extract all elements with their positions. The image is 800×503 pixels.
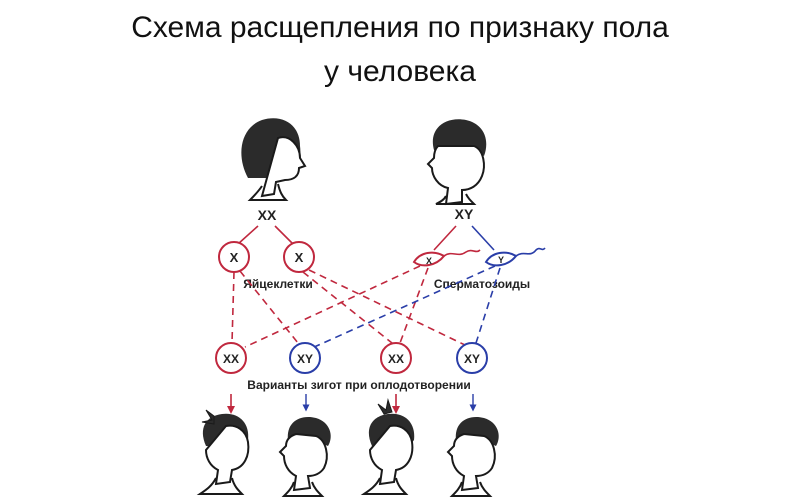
title-line-1: Схема расщепления по признаку пола <box>131 11 669 44</box>
man-head-icon <box>426 119 487 206</box>
title-line-2: у человека <box>324 55 476 88</box>
parent-gamete-lines <box>237 225 495 251</box>
egg-cell-2: X <box>283 241 315 273</box>
father-genotype: XY <box>455 206 474 222</box>
woman-head-icon <box>241 118 307 201</box>
sperm-y: Y <box>484 247 546 267</box>
zygote-4-label: XY <box>464 352 480 366</box>
zygotes-label: Варианты зигот при оплодотворении <box>247 378 470 392</box>
egg-cell-1: X <box>218 241 250 273</box>
sperm-label: Сперматозоиды <box>434 277 530 291</box>
girl-head-icon <box>360 398 415 495</box>
zygote-1-label: XX <box>223 352 239 366</box>
sperm-y-label: Y <box>498 255 504 265</box>
boy-head-icon <box>278 416 331 497</box>
mother-genotype: XX <box>258 207 277 223</box>
offspring-arrows <box>227 394 477 414</box>
zygote-3: XX <box>380 342 412 374</box>
sperm-x-label: X <box>426 256 432 266</box>
zygote-1: XX <box>215 342 247 374</box>
egg-1-label: X <box>230 250 239 265</box>
zygote-2: XY <box>289 342 321 374</box>
boy-head-icon <box>446 416 499 497</box>
egg-2-label: X <box>295 250 304 265</box>
girl-head-icon <box>196 409 250 495</box>
zygote-3-label: XX <box>388 352 404 366</box>
eggs-label: Яйцеклетки <box>243 277 312 291</box>
slide-title: Схема расщепления по признаку пола у чел… <box>0 6 800 94</box>
sperm-x: X <box>412 249 481 267</box>
zygote-2-label: XY <box>297 352 313 366</box>
fertilization-lines <box>231 265 501 349</box>
zygote-4: XY <box>456 342 488 374</box>
